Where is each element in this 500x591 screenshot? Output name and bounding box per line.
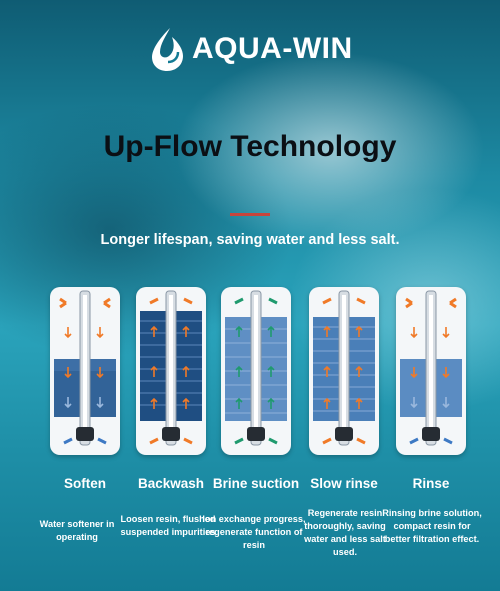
stage-soften-label: Soften: [64, 476, 106, 491]
title-divider: [230, 213, 270, 216]
orange-down-arrows-icon: [400, 290, 462, 446]
orange-down-arrows-icon: [54, 290, 116, 446]
tagline: Longer lifespan, saving water and less s…: [100, 232, 400, 248]
stage-rinse-label: Rinse: [412, 476, 450, 491]
stage-brine-suction-diagram: [221, 287, 291, 455]
stage-slow-rinse-diagram: [309, 287, 379, 455]
green-up-arrows-icon: [225, 290, 287, 446]
stage-backwash-diagram: [136, 287, 206, 455]
page-title: Up-Flow Technology: [103, 130, 397, 163]
stage-brine-suction-label: Brine suction: [212, 476, 300, 491]
orange-up-arrows-icon: [140, 290, 202, 446]
stage-soften-description: Water softener in operating: [39, 519, 115, 542]
brand-logo: AQUA-WIN: [148, 26, 353, 72]
stage-soften-diagram: [50, 287, 120, 455]
stage-rinse-description: Rinsing brine solution, compact resin fo…: [382, 508, 482, 544]
brand-name: AQUA-WIN: [192, 32, 353, 65]
stage-brine-suction-description: Ion exchange progress, regenerate functi…: [202, 514, 306, 550]
stage-slow-rinse-description: Regenerate resin thoroughly, saving wate…: [304, 508, 386, 557]
stage-backwash-description: Loosen resin, flushed suspended impuriti…: [120, 514, 216, 537]
stage-slow-rinse-label: Slow rinse: [310, 476, 378, 491]
water-drop-logo-icon: [152, 28, 183, 71]
orange-up-arrows-icon: [313, 290, 375, 446]
stage-rinse-diagram: [396, 287, 466, 455]
stage-backwash-label: Backwash: [137, 476, 205, 491]
